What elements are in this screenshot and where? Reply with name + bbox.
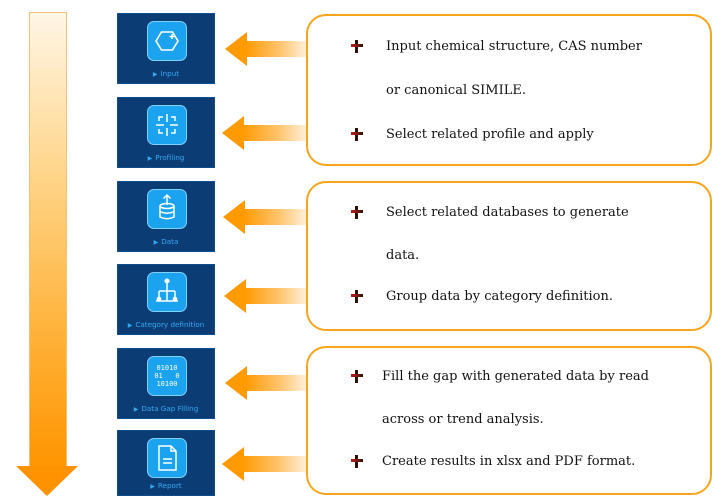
callout-line: across or trend analysis. — [382, 412, 544, 427]
database-upload-icon — [147, 189, 187, 229]
binary-digit-line: 01 0 — [154, 372, 180, 380]
callout-line: Group data by category definition. — [386, 289, 613, 304]
step-label: ▶Data — [153, 237, 179, 246]
callout-line: Select related databases to generate — [386, 205, 629, 220]
step-label: ▶Input — [152, 69, 180, 78]
document-icon — [147, 438, 187, 478]
callout-line: or canonical SIMILE. — [386, 83, 526, 98]
step-tile-data-gap-filling: 01010 01 0 10100 ▶Data Gap Filling — [117, 348, 215, 419]
connector-arrow-input — [225, 32, 307, 66]
connector-arrow-category-definition — [224, 279, 307, 313]
process-flow-arrow-shaft — [29, 12, 67, 471]
step-tile-profiling: ▶Profiling — [117, 97, 215, 168]
hexagon-plus-icon — [147, 21, 187, 61]
binary-digit-line: 01010 — [156, 364, 178, 372]
callout-data-category: Select related databases to generate dat… — [306, 181, 712, 331]
connector-arrow-report — [222, 447, 307, 481]
callout-line: Select related profile and apply — [386, 127, 594, 142]
step-label: ▶Report — [150, 481, 182, 490]
connector-arrow-profiling — [222, 116, 307, 150]
step-label: ▶Profiling — [147, 153, 185, 162]
bullet-plus-icon — [351, 370, 363, 383]
focus-frame-icon — [147, 105, 187, 145]
callout-input-profiling: Input chemical structure, CAS number or … — [306, 14, 712, 166]
connector-arrow-data-gap-filling — [225, 366, 307, 400]
binary-digits-icon: 01010 01 0 10100 — [147, 356, 187, 396]
bullet-plus-icon — [351, 290, 363, 303]
step-label: ▶Data Gap Filling — [133, 404, 199, 413]
step-tile-category-definition: ▶Category definition — [117, 264, 215, 335]
callout-line: Fill the gap with generated data by read — [382, 369, 649, 384]
connector-arrow-data — [223, 200, 307, 234]
step-tile-report: ▶Report — [117, 430, 215, 496]
callout-line: Input chemical structure, CAS number — [386, 39, 642, 54]
hierarchy-icon — [147, 272, 187, 312]
binary-digit-line: 10100 — [156, 380, 178, 388]
callout-gap-filling-report: Fill the gap with generated data by read… — [306, 346, 712, 495]
bullet-plus-icon — [351, 206, 363, 219]
bullet-plus-icon — [351, 40, 363, 53]
bullet-plus-icon — [351, 128, 363, 141]
callout-line: Create results in xlsx and PDF format. — [382, 454, 636, 469]
bullet-plus-icon — [351, 455, 363, 468]
step-label: ▶Category definition — [127, 320, 205, 329]
step-tile-data: ▶Data — [117, 181, 215, 252]
process-flow-arrow-head — [16, 466, 78, 496]
callout-line: data. — [386, 248, 420, 263]
step-tile-input: ▶Input — [117, 13, 215, 84]
